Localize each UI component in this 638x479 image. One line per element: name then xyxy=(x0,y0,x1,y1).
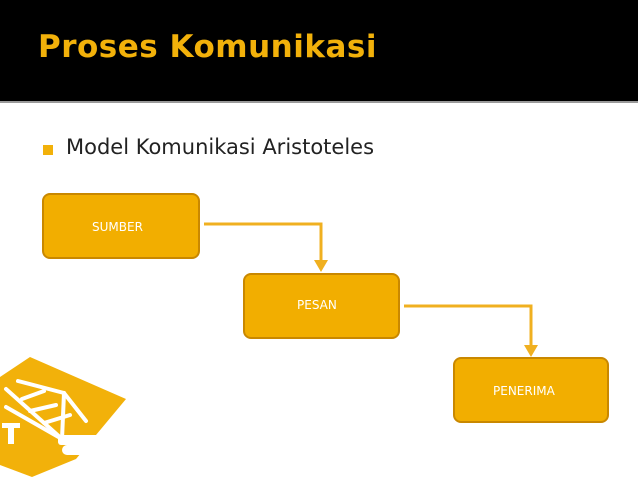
crane-icon xyxy=(0,357,126,477)
node-penerima: PENERIMA xyxy=(453,357,609,423)
connector-line-2 xyxy=(404,304,533,347)
node-label-pesan: PESAN xyxy=(297,298,337,312)
page-title: Proses Komunikasi xyxy=(38,29,377,65)
arrow-head-2 xyxy=(524,345,538,357)
connector-sumber-pesan xyxy=(204,222,323,262)
node-pesan: PESAN xyxy=(243,273,400,339)
connector-pesan-penerima xyxy=(404,304,533,347)
node-label-sumber: SUMBER xyxy=(92,220,143,234)
node-sumber: SUMBER xyxy=(42,193,200,259)
title-bar: Proses Komunikasi xyxy=(0,0,638,103)
node-label-penerima: PENERIMA xyxy=(493,384,555,398)
arrow-head-1 xyxy=(314,260,328,272)
bullet-text: Model Komunikasi Aristoteles xyxy=(66,135,375,159)
connector-line-1 xyxy=(204,222,323,262)
square-bullet-icon xyxy=(43,145,53,155)
